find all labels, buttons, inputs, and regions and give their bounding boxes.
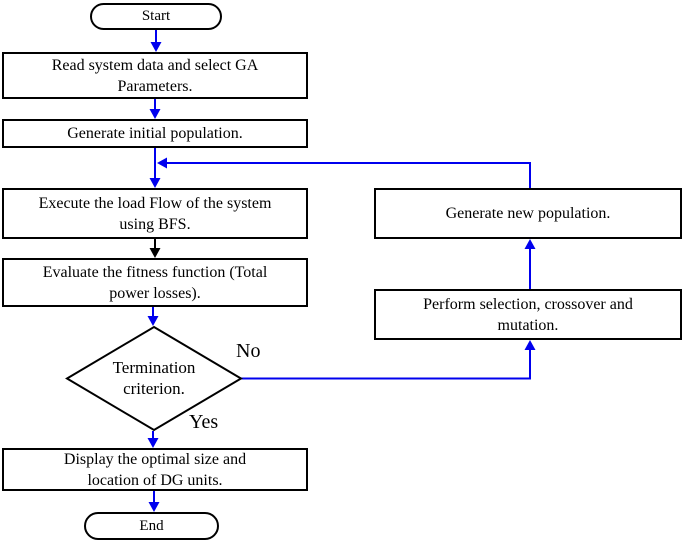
arrowhead-evaluate-to-decision <box>147 316 159 326</box>
arrowhead-display-to-end <box>148 502 160 512</box>
node-end: End <box>84 512 219 540</box>
arrowhead-no-to-perform <box>524 340 536 350</box>
black-arrowhead <box>149 248 161 258</box>
node-display-optimal-size: Display the optimal size and location of… <box>2 448 308 491</box>
node-execute-load-flow: Execute the load Flow of the system usin… <box>2 188 308 239</box>
node-generate-initial-population: Generate initial population. <box>2 119 308 148</box>
node-start: Start <box>90 3 222 30</box>
blue-arrowheads <box>147 42 536 512</box>
arrowhead-perform-to-gennew <box>524 239 536 249</box>
arrowhead-execute-to-evaluate <box>149 248 161 258</box>
decision-diamond-shape <box>65 325 243 432</box>
node-evaluate-fitness: Evaluate the fitness function (Total pow… <box>2 258 308 307</box>
arrowhead-feedback-left <box>157 157 167 169</box>
branch-label-yes: Yes <box>189 411 219 433</box>
node-generate-new-population: Generate new population. <box>374 188 682 239</box>
blue-connector-lines <box>152 30 531 503</box>
arrowhead-read-to-geninit <box>149 109 161 119</box>
branch-label-no: No <box>236 340 261 362</box>
arrowhead-decision-yes <box>147 438 159 448</box>
feedback-loop-line <box>167 162 531 188</box>
arrowhead-geninit-to-execute <box>149 178 161 188</box>
arrow-decision-no-line <box>241 350 531 380</box>
arrowhead-start-to-read <box>150 42 162 52</box>
node-read-system-data: Read system data and select GA Parameter… <box>2 52 308 99</box>
node-termination-criterion-label: Termination criterion. <box>112 358 196 398</box>
node-perform-selection-crossover-mutation: Perform selection, crossover and mutatio… <box>374 289 682 340</box>
